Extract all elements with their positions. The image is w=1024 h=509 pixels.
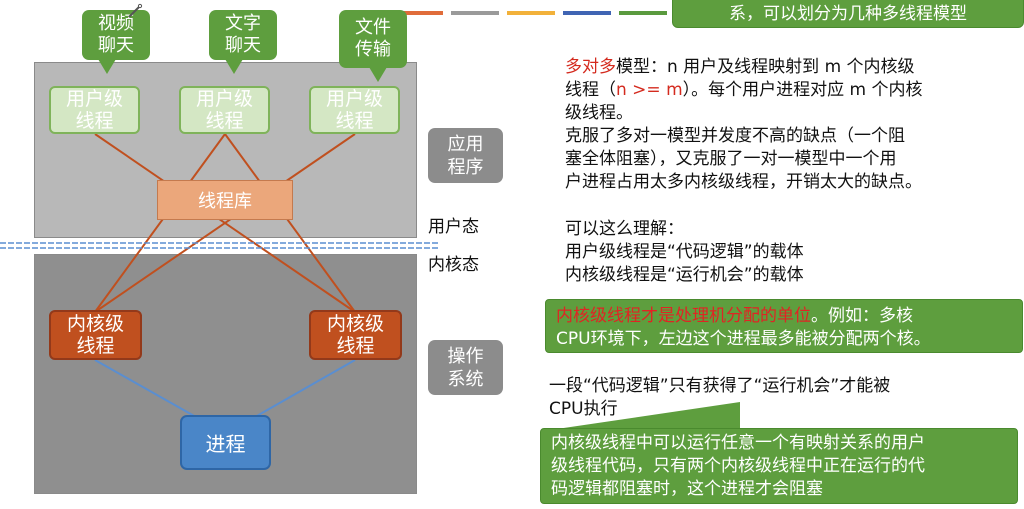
callout-file-transfer: 文件 传输	[339, 10, 407, 82]
understanding-line-2: 内核级线程是“运行机会”的载体	[565, 265, 804, 285]
model-line-1-text: 模型：n 用户及线程映射到 m 个内核级	[616, 57, 915, 77]
user-thread-3: 用户级 线程	[309, 86, 400, 134]
callout-text-chat-label: 文字 聊天	[225, 13, 261, 56]
logic-statement: 一段“代码逻辑”只有获得了“运行机会”才能被 CPU执行	[549, 375, 1019, 421]
bottom-note-tail	[550, 402, 740, 430]
palette-swatch-2	[451, 11, 499, 15]
user-thread-2: 用户级 线程	[179, 86, 270, 134]
user-thread-label: 用户级 线程	[65, 88, 123, 132]
model-line-2-b: ）。每个用户进程对应 m 个内核	[682, 80, 923, 100]
callout-tail	[98, 59, 116, 74]
link-kt2-process	[254, 359, 356, 418]
model-definition: 多对多模型：n 用户及线程映射到 m 个内核级 线程（n >= m）。每个用户进…	[565, 56, 1005, 194]
highlight-line-1-rest: 。例如：多核	[811, 306, 913, 326]
advantage-line-2: 塞全体阻塞），又克服了一对一模型中一个用	[565, 149, 897, 169]
top-note-text: 系，可以划分为几种多线程模型	[729, 4, 967, 24]
user-mode-label: 用户态	[428, 217, 479, 237]
highlight-note: 内核级线程才是处理机分配的单位。例如：多核 CPU环境下，左边这个进程最多能被分…	[545, 299, 1023, 353]
palette-swatch-3	[507, 11, 555, 15]
bottom-note-line-2: 级线程代码，只有两个内核级线程中正在运行的代	[551, 456, 925, 476]
model-line-2-a: 线程（	[565, 80, 616, 100]
palette-swatch-5	[619, 11, 667, 15]
application-label: 应用 程序	[428, 128, 503, 183]
user-thread-label: 用户级 线程	[325, 88, 383, 132]
bottom-note: 内核级线程中可以运行任意一个有映射关系的用户 级线程代码，只有两个内核级线程中正…	[540, 428, 1018, 504]
link-ut2-kt2	[224, 133, 356, 313]
kernel-thread-1: 内核级 线程	[49, 310, 142, 360]
bottom-note-line-1: 内核级线程中可以运行任意一个有映射关系的用户	[551, 433, 925, 453]
understanding-title: 可以这么理解：	[565, 219, 684, 239]
model-condition: n >= m	[616, 80, 683, 100]
os-label-text: 操作 系统	[447, 345, 484, 390]
os-label: 操作 系统	[428, 340, 503, 395]
link-ut2-kt1	[94, 133, 226, 313]
model-line-2: 线程（n >= m）。每个用户进程对应 m 个内核	[565, 79, 1005, 102]
process-label: 进程	[205, 432, 246, 456]
callout-file-transfer-label: 文件 传输	[355, 17, 391, 60]
highlight-key: 内核级线程才是处理机分配的单位	[556, 306, 811, 326]
application-label-text: 应用 程序	[447, 133, 484, 178]
link-ut3-kt1	[94, 133, 356, 313]
kernel-mode-label: 内核态	[428, 255, 479, 275]
process-box: 进程	[180, 415, 271, 470]
logic-line-1: 一段“代码逻辑”只有获得了“运行机会”才能被	[549, 376, 891, 396]
advantage-line-1: 克服了多对一模型并发度不高的缺点（一个阻	[565, 126, 905, 146]
palette-swatch-4	[563, 11, 611, 15]
user-thread-1: 用户级 线程	[49, 86, 140, 134]
link-kt1-process	[94, 359, 197, 418]
understanding-line-1: 用户级线程是“代码逻辑”的载体	[565, 242, 804, 262]
callout-tail	[225, 59, 243, 74]
palette-swatch-1	[395, 11, 443, 15]
highlight-line-2: CPU环境下，左边这个进程最多能被分配两个核。	[556, 329, 931, 349]
thread-library: 线程库	[157, 180, 293, 220]
model-name: 多对多	[565, 57, 616, 77]
kernel-thread-label: 内核级 线程	[326, 313, 384, 357]
callout-video-chat-label: 视频 聊天	[98, 13, 134, 56]
model-line-1: 多对多模型：n 用户及线程映射到 m 个内核级	[565, 56, 1005, 79]
kernel-thread-label: 内核级 线程	[66, 313, 124, 357]
bottom-note-line-3: 码逻辑都阻塞时，这个进程才会阻塞	[551, 479, 823, 499]
logic-line-2: CPU执行	[549, 399, 618, 419]
kernel-thread-2: 内核级 线程	[309, 310, 402, 360]
callout-video-chat: 视频 聊天	[82, 10, 150, 74]
advantage-line-3: 户进程占用太多内核级线程，开销太大的缺点。	[565, 172, 922, 192]
callout-tail	[369, 67, 387, 82]
thread-library-label: 线程库	[198, 191, 252, 212]
understanding-section: 可以这么理解： 用户级线程是“代码逻辑”的载体 内核级线程是“运行机会”的载体	[565, 218, 1005, 287]
pen-icon	[128, 3, 143, 18]
user-thread-label: 用户级 线程	[195, 88, 253, 132]
callout-text-chat: 文字 聊天	[209, 10, 277, 74]
top-note: 系，可以划分为几种多线程模型	[672, 0, 1024, 28]
model-line-3: 级线程。	[565, 103, 633, 123]
highlight-line-1: 内核级线程才是处理机分配的单位。例如：多核	[556, 305, 1022, 328]
